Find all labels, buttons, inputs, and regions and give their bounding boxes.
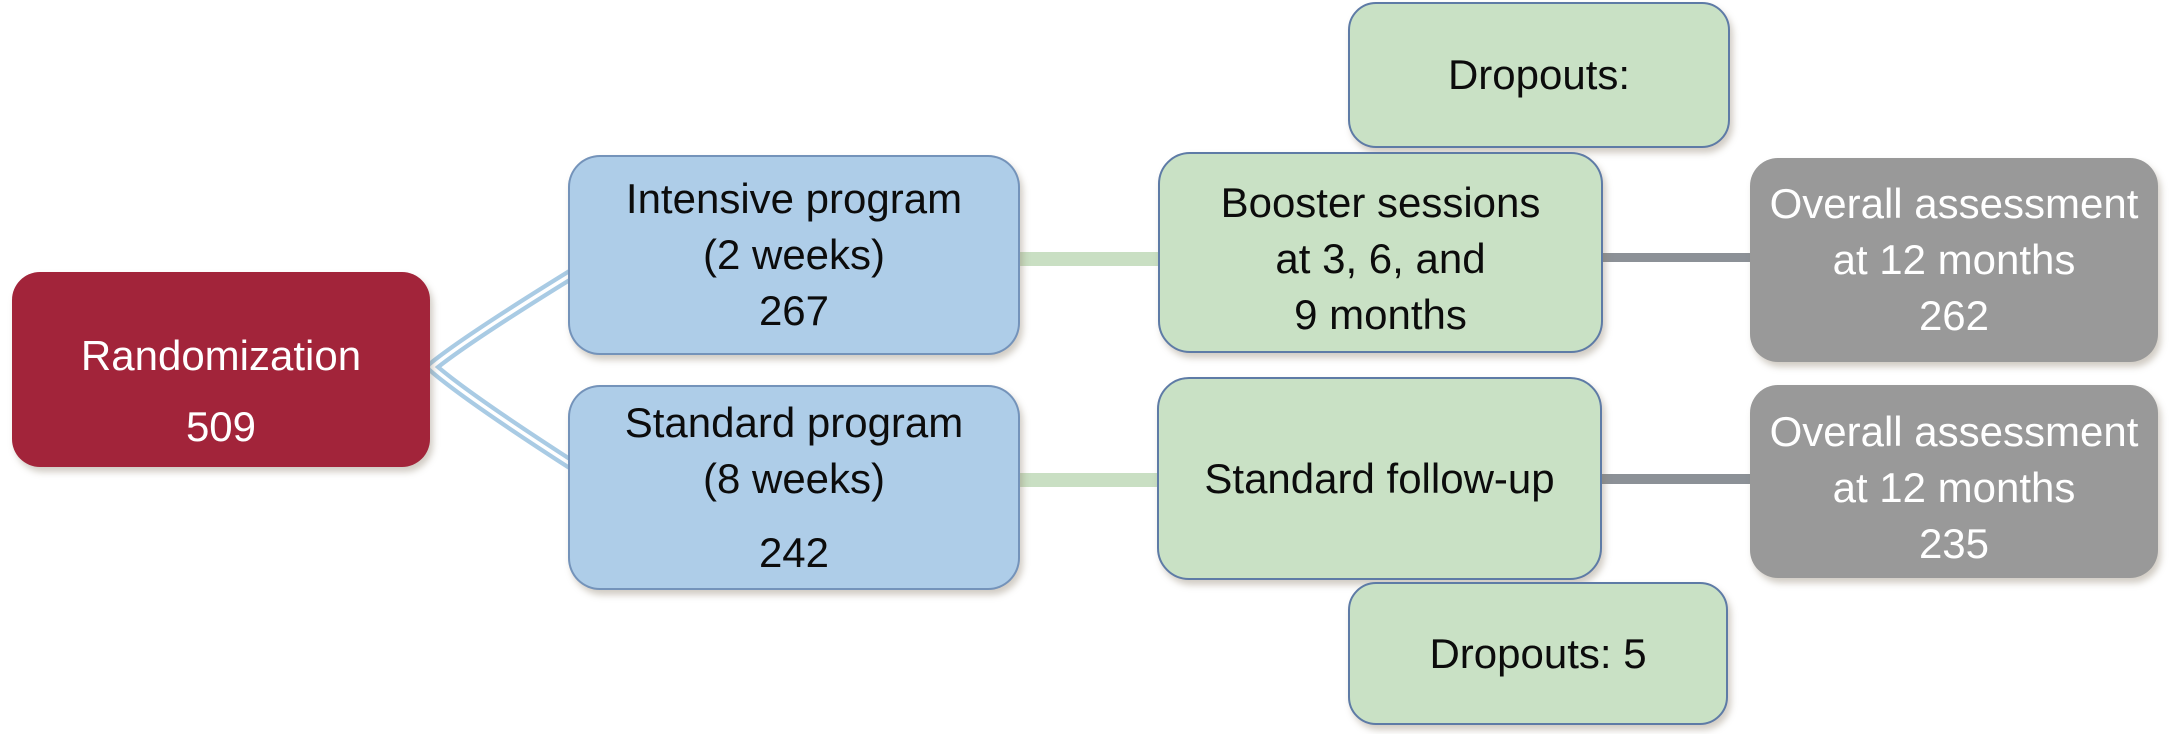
- standard-followup-label: Standard follow-up: [1204, 454, 1555, 502]
- booster-to-assessment-connector: [1598, 253, 1754, 262]
- standard-program-count: 242: [758, 528, 830, 576]
- node-assessment-standard: Overall assessment at 12 months 235: [1750, 385, 2158, 578]
- dropouts-intensive-label: Dropouts:: [1447, 51, 1631, 98]
- intensive-program-line2: (2 weeks): [702, 231, 886, 278]
- node-intensive-program: Intensive program (2 weeks) 267: [568, 155, 1020, 355]
- randomization-branch-connector-core: [430, 272, 574, 467]
- intensive-program-line1: Intensive program: [625, 175, 963, 222]
- randomization-label: Randomization: [80, 331, 362, 379]
- randomization-count: 509: [185, 402, 257, 450]
- assessment-intensive-line2: at 12 months: [1832, 236, 2076, 283]
- node-standard-followup: Standard follow-up: [1157, 377, 1602, 580]
- standard-program-line2: (8 weeks): [702, 454, 886, 502]
- assessment-standard-line1: Overall assessment: [1769, 407, 2139, 455]
- followup-to-assessment-connector: [1598, 474, 1754, 484]
- node-dropouts-intensive: Dropouts:: [1348, 2, 1730, 148]
- assessment-intensive-count: 262: [1918, 292, 1990, 339]
- standard-program-line1: Standard program: [624, 398, 964, 446]
- randomization-branch-connector: [426, 268, 578, 471]
- node-randomization: Randomization 509: [12, 272, 430, 467]
- assessment-intensive-line1: Overall assessment: [1769, 180, 2139, 227]
- node-dropouts-standard: Dropouts: 5: [1348, 582, 1728, 725]
- assessment-standard-count: 235: [1918, 519, 1990, 567]
- intensive-to-booster-connector: [1012, 252, 1162, 266]
- standard-to-followup-connector: [1012, 473, 1162, 487]
- booster-sessions-line2: at 3, 6, and: [1275, 234, 1486, 282]
- node-assessment-intensive: Overall assessment at 12 months 262: [1750, 158, 2158, 362]
- node-standard-program: Standard program (8 weeks) 242: [568, 385, 1020, 590]
- booster-sessions-line3: 9 months: [1294, 290, 1467, 338]
- assessment-standard-line2: at 12 months: [1832, 463, 2076, 511]
- dropouts-standard-label: Dropouts: 5: [1429, 629, 1647, 677]
- node-booster-sessions: Booster sessions at 3, 6, and 9 months: [1158, 152, 1603, 353]
- booster-sessions-line1: Booster sessions: [1220, 178, 1541, 226]
- intensive-program-count: 267: [758, 287, 830, 334]
